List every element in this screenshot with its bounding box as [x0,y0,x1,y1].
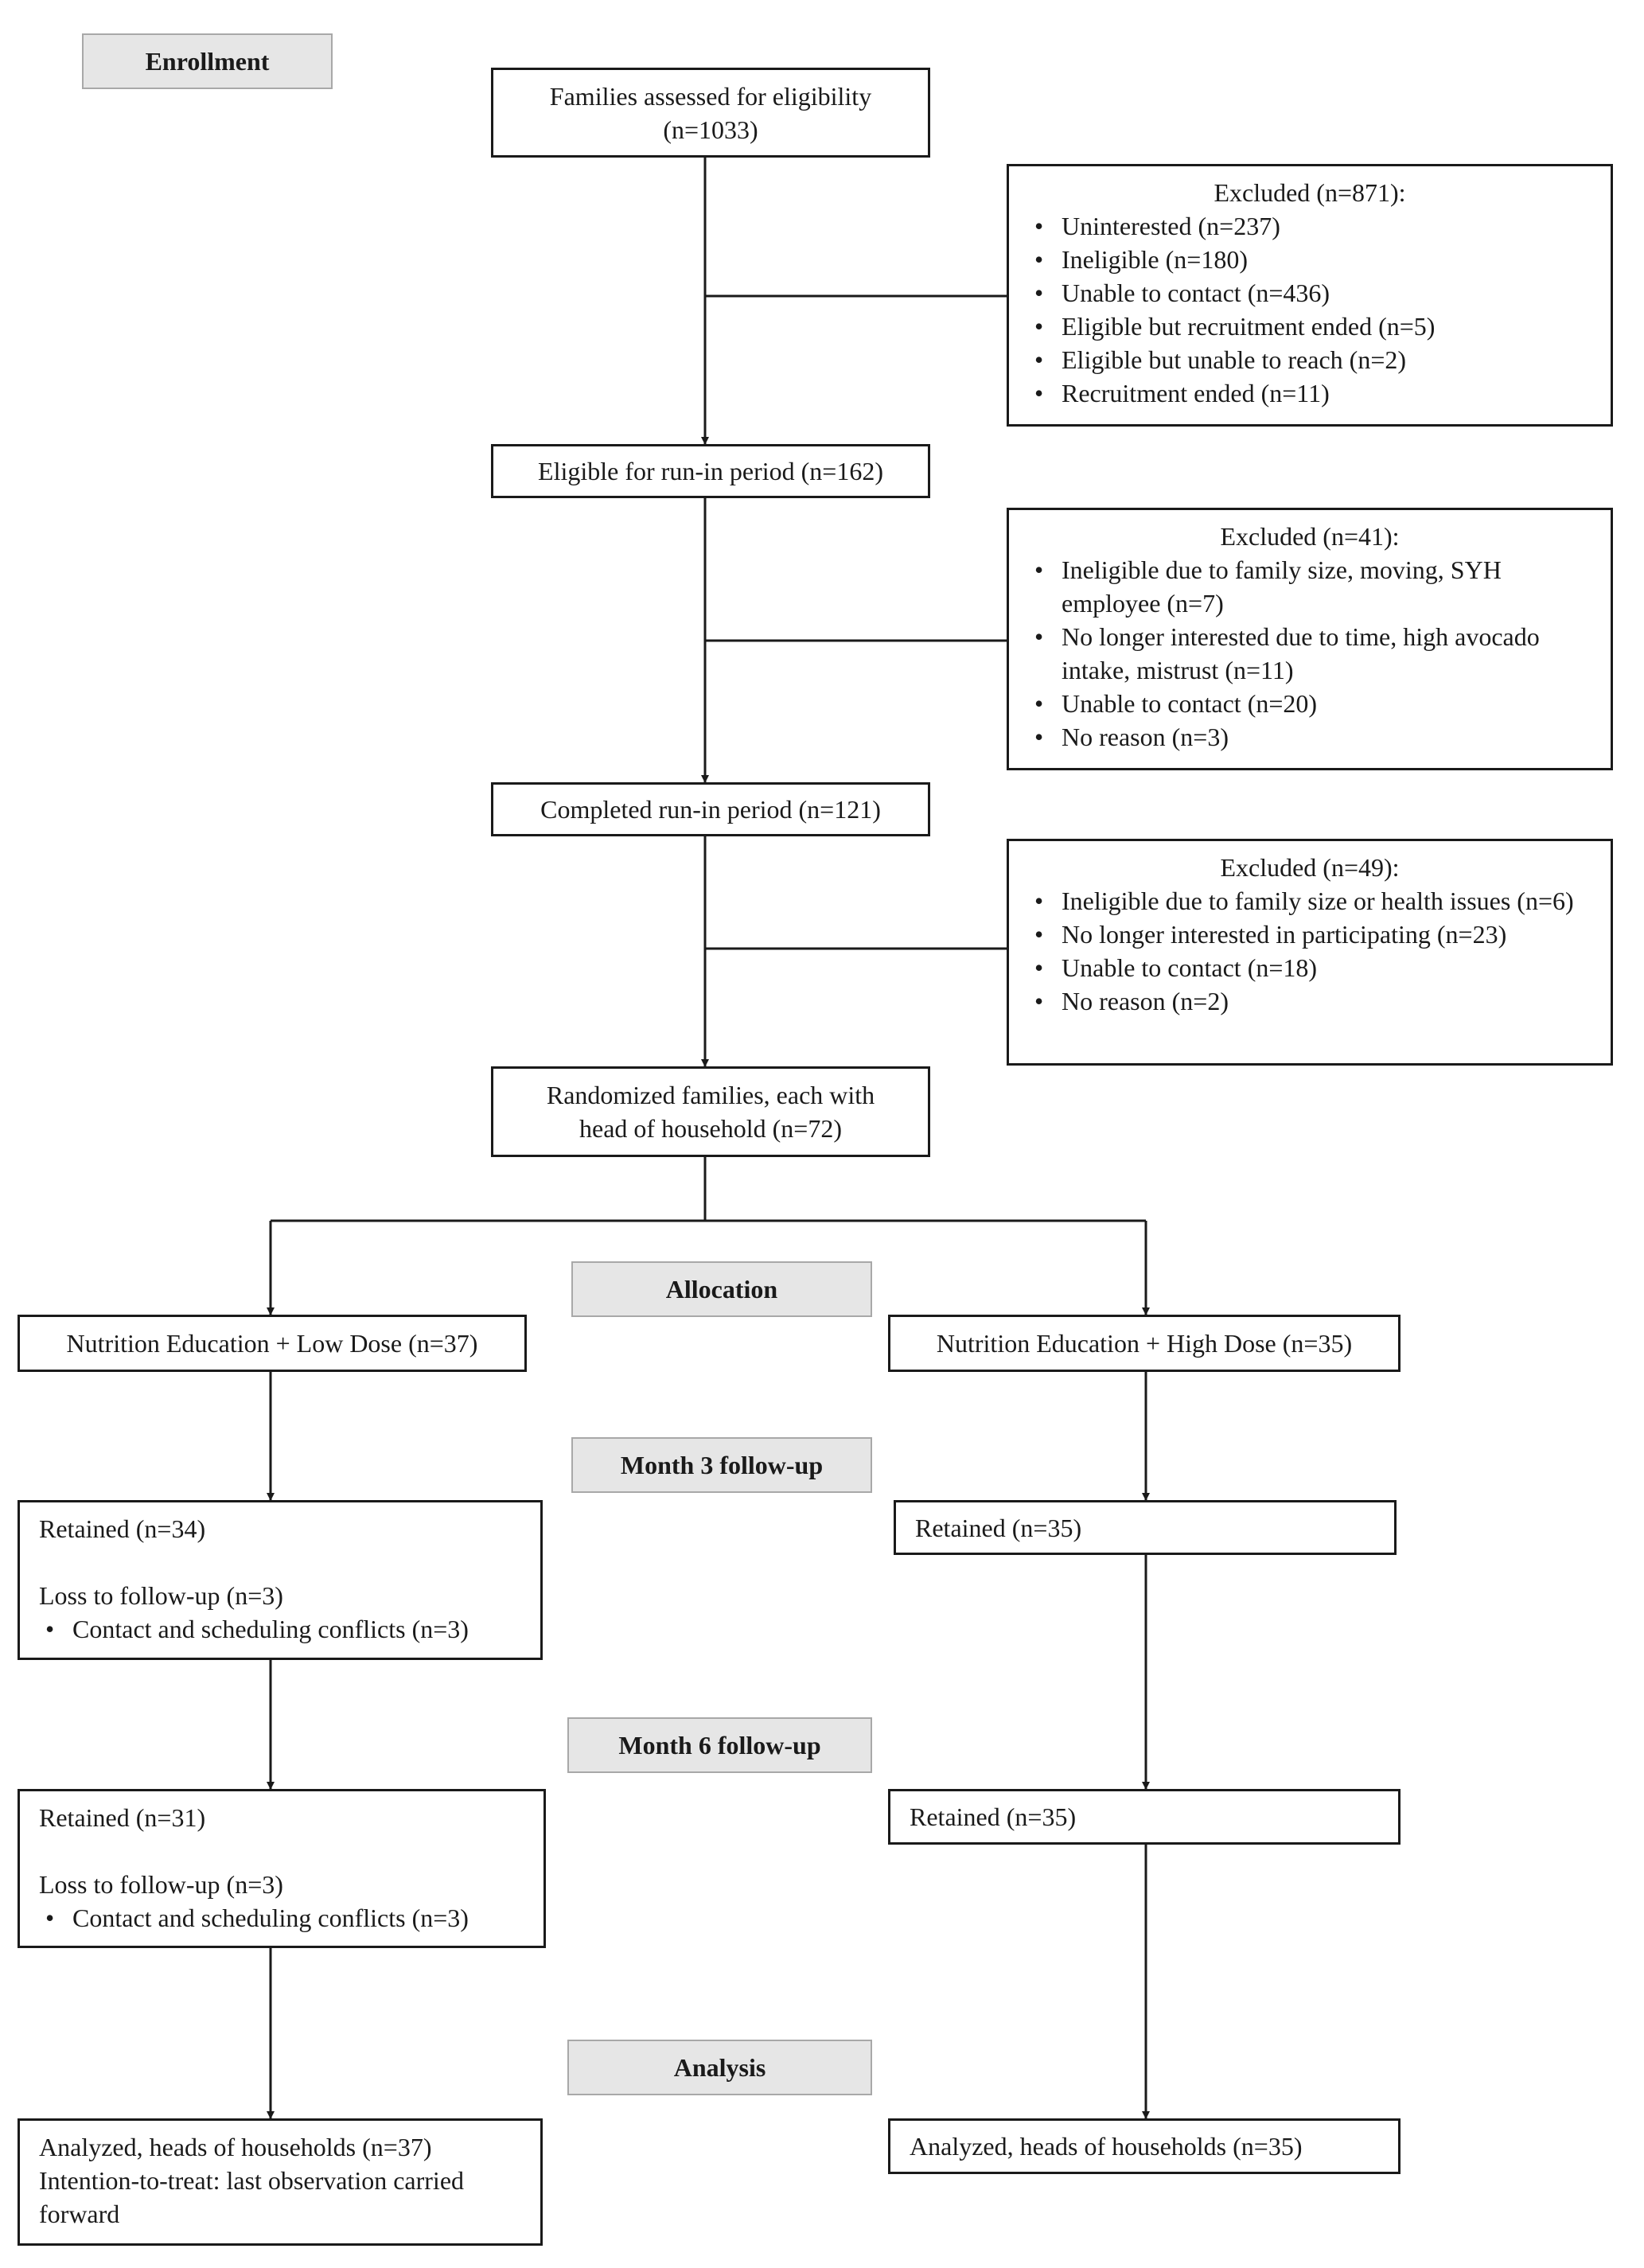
excluded2-list: Ineligible due to family size, moving, S… [1028,553,1591,754]
low-dose-allocation-text: Nutrition Education + Low Dose (n=37) [66,1329,478,1358]
stage-label-month6-text: Month 6 follow-up [618,1730,821,1759]
high-dose-m3-retained: Retained (n=35) [915,1513,1082,1542]
stage-label-month6: Month 6 follow-up [567,1717,872,1773]
excluded1-item: Ineligible (n=180) [1028,243,1591,276]
assessed-line2: (n=1033) [663,115,758,144]
high-dose-allocation-text: Nutrition Education + High Dose (n=35) [936,1329,1353,1358]
stage-label-allocation: Allocation [571,1261,872,1317]
eligible-runin-box: Eligible for run-in period (n=162) [491,444,930,498]
low-dose-m3-box: Retained (n=34) Loss to follow-up (n=3) … [18,1500,543,1660]
excluded2-item: No longer interested due to time, high a… [1028,620,1591,687]
excluded3-box: Excluded (n=49): Ineligible due to famil… [1007,839,1613,1066]
excluded2-item: Unable to contact (n=20) [1028,687,1591,720]
randomized-line2: head of household (n=72) [579,1114,842,1143]
stage-label-allocation-text: Allocation [665,1274,778,1304]
excluded3-item: No longer interested in participating (n… [1028,918,1591,951]
excluded1-item: Unable to contact (n=436) [1028,276,1591,310]
low-dose-m6-reasons: Contact and scheduling conflicts (n=3) [39,1901,524,1935]
low-dose-m6-loss: Loss to follow-up (n=3) [39,1870,283,1899]
low-dose-m6-box: Retained (n=31) Loss to follow-up (n=3) … [18,1789,546,1948]
excluded2-heading: Excluded (n=41): [1220,522,1400,551]
excluded3-heading: Excluded (n=49): [1220,853,1400,882]
excluded1-item: Uninterested (n=237) [1028,209,1591,243]
stage-label-month3-text: Month 3 follow-up [620,1450,824,1479]
low-dose-m6-retained: Retained (n=31) [39,1803,206,1832]
randomized-box: Randomized families, each with head of h… [491,1066,930,1157]
excluded2-item: Ineligible due to family size, moving, S… [1028,553,1591,620]
low-dose-analysis-line2: Intention-to-treat: last observation car… [39,2166,465,2228]
excluded1-heading: Excluded (n=871): [1214,178,1406,207]
low-dose-analysis-box: Analyzed, heads of households (n=37) Int… [18,2118,543,2246]
completed-runin-text: Completed run-in period (n=121) [540,795,881,824]
excluded1-box: Excluded (n=871): Uninterested (n=237) I… [1007,164,1613,427]
high-dose-m6-retained: Retained (n=35) [910,1802,1077,1831]
high-dose-allocation-box: Nutrition Education + High Dose (n=35) [888,1315,1401,1372]
stage-label-enrollment: Enrollment [82,33,333,89]
completed-runin-box: Completed run-in period (n=121) [491,782,930,836]
low-dose-m6-reason: Contact and scheduling conflicts (n=3) [39,1901,524,1935]
low-dose-m3-reasons: Contact and scheduling conflicts (n=3) [39,1612,521,1646]
low-dose-m3-retained: Retained (n=34) [39,1514,206,1543]
high-dose-analysis-line1: Analyzed, heads of households (n=35) [910,2132,1303,2161]
low-dose-analysis-line1: Analyzed, heads of households (n=37) [39,2133,432,2161]
excluded1-item: Eligible but recruitment ended (n=5) [1028,310,1591,343]
excluded3-list: Ineligible due to family size or health … [1028,884,1591,1018]
randomized-line1: Randomized families, each with [546,1081,875,1109]
excluded1-item: Recruitment ended (n=11) [1028,376,1591,410]
low-dose-allocation-box: Nutrition Education + Low Dose (n=37) [18,1315,527,1372]
eligible-runin-text: Eligible for run-in period (n=162) [538,457,883,485]
excluded3-item: No reason (n=2) [1028,984,1591,1018]
excluded2-item: No reason (n=3) [1028,720,1591,754]
stage-label-analysis: Analysis [567,2040,872,2095]
low-dose-m3-loss: Loss to follow-up (n=3) [39,1581,283,1610]
excluded3-item: Unable to contact (n=18) [1028,951,1591,984]
high-dose-m3-box: Retained (n=35) [894,1500,1397,1555]
stage-label-enrollment-text: Enrollment [145,46,270,76]
stage-label-month3: Month 3 follow-up [571,1437,872,1493]
high-dose-m6-box: Retained (n=35) [888,1789,1401,1845]
high-dose-analysis-box: Analyzed, heads of households (n=35) [888,2118,1401,2174]
stage-label-analysis-text: Analysis [673,2052,766,2082]
assessed-line1: Families assessed for eligibility [549,81,872,111]
excluded1-list: Uninterested (n=237) Ineligible (n=180) … [1028,209,1591,410]
assessed-box: Families assessed for eligibility (n=103… [491,68,930,158]
low-dose-m3-reason: Contact and scheduling conflicts (n=3) [39,1612,521,1646]
excluded2-box: Excluded (n=41): Ineligible due to famil… [1007,508,1613,770]
excluded1-item: Eligible but unable to reach (n=2) [1028,343,1591,376]
excluded3-item: Ineligible due to family size or health … [1028,884,1591,918]
